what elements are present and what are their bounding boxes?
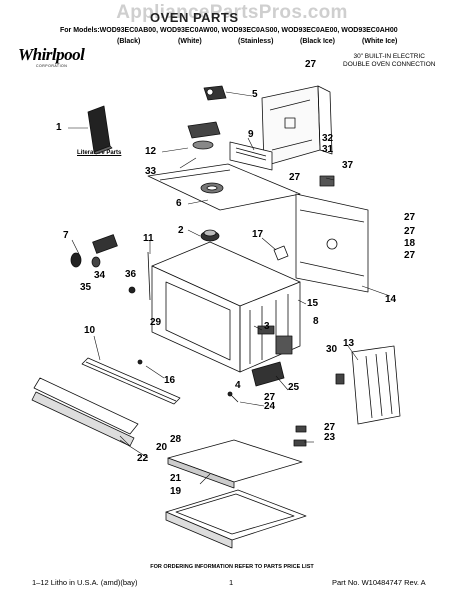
clip-part-30 [335,373,345,385]
callout-27-g: 27 [404,212,416,223]
callout-1: 1 [56,122,62,133]
element-part-2 [200,229,220,242]
callout-4: 4 [235,380,241,391]
brand-sub: CORPORATION [36,64,68,68]
callout-27-e: 27 [264,392,276,403]
callout-9: 9 [248,129,254,140]
page-number: 1 [229,578,234,587]
note-line-1: 30" BUILT-IN ELECTRIC [353,53,425,60]
callout-14: 14 [385,294,397,305]
callout-27-a: 27 [305,59,317,70]
callout-20: 20 [156,442,168,453]
kick-panel [31,377,139,447]
callout-36: 36 [125,269,137,280]
bottom-trim [81,357,181,405]
callout-21: 21 [170,473,182,484]
callout-15: 15 [307,298,319,309]
clip-part-17 [273,245,289,261]
callout-23: 23 [324,432,336,443]
callout-27-d: 27 [404,250,416,261]
callout-10: 10 [84,325,96,336]
callout-35: 35 [80,282,92,293]
callout-30: 30 [326,344,338,355]
model-note: 30" BUILT-IN ELECTRIC DOUBLE OVEN CONNEC… [343,53,435,69]
color-white: (White) [178,38,202,45]
brand-logo: Whirlpool [18,45,85,64]
callout-19: 19 [170,486,182,497]
color-white-ice: (White Ice) [362,38,398,45]
callout-25: 25 [288,382,300,393]
callout-18: 18 [404,238,416,249]
bracket-part-37 [319,175,335,187]
page-title: OVEN PARTS [150,10,239,25]
callout-8: 8 [313,316,319,327]
callout-5: 5 [252,89,258,100]
callout-32: 32 [322,133,334,144]
door-panel [351,345,401,425]
callout-7: 7 [63,230,69,241]
blower-part-12 [187,121,221,150]
callout-16: 16 [164,375,176,386]
screw-part-16 [137,359,143,365]
callout-3: 3 [264,321,270,332]
callout-13: 13 [343,338,355,349]
callout-34: 34 [94,270,106,281]
callout-31: 31 [322,144,334,155]
part-number: Part No. W10484747 Rev. A [332,578,426,587]
ordering-info: FOR ORDERING INFORMATION REFER TO PARTS … [150,564,314,570]
vent-part-9 [229,141,273,171]
back-panel [261,85,333,167]
literature-booklet [87,105,113,155]
leader-lines [68,91,391,485]
callout-29: 29 [150,317,162,328]
callout-12: 12 [145,146,157,157]
color-stainless: (Stainless) [238,38,274,45]
callout-17: 17 [252,229,264,240]
bracket-part-5 [203,85,227,101]
sensor-assembly [70,234,118,268]
callout-6: 6 [176,198,182,209]
callout-22: 22 [137,453,149,464]
side-panel [295,193,369,293]
wire-part-11 [147,251,151,301]
foot-part-23 [293,425,307,447]
callout-11: 11 [143,233,154,244]
color-black: (Black) [117,38,141,45]
screw-part-36 [128,286,136,294]
top-plate [147,163,301,211]
callout-27-b: 27 [289,172,301,183]
note-line-2: DOUBLE OVEN CONNECTION [343,61,436,68]
callout-27-c: 27 [404,226,416,237]
callout-27-f: 27 [324,422,336,433]
callout-24: 24 [264,401,276,412]
bottom-tray [165,489,307,549]
callout-37: 37 [342,160,354,171]
callout-28: 28 [170,434,182,445]
screw-part-24 [227,391,239,403]
bottom-panel [167,439,303,489]
models-line: For Models:WOD93EC0AB00, WOD93EC0AW00, W… [60,27,398,34]
hinge-parts [251,325,293,387]
callout-33: 33 [145,166,157,177]
color-black-ice: (Black Ice) [300,38,336,45]
litho-info: 1–12 Litho in U.S.A. (amd)(bay) [32,578,138,587]
callout-2: 2 [178,225,184,236]
watermark: AppliancePartsPros.com [116,2,348,23]
